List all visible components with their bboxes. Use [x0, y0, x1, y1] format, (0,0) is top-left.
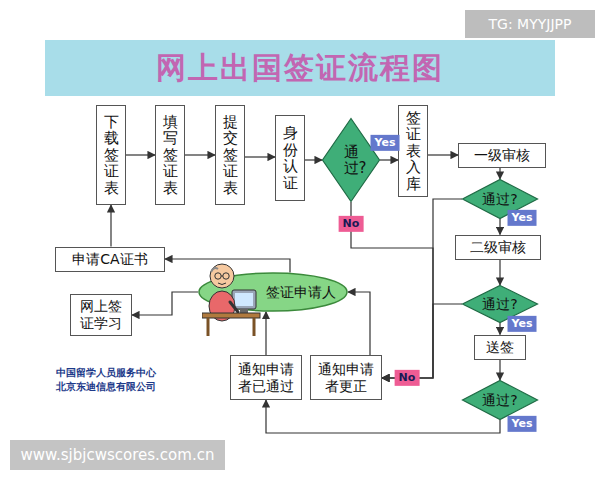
applicant-ellipse: 签证申请人	[198, 272, 348, 312]
credit-text: 中国留学人员服务中心	[56, 366, 156, 380]
watermark: www.sjbjcwscores.com.cn	[10, 440, 225, 470]
process-box: 身份认证	[275, 115, 305, 201]
flow-arrow	[499, 260, 500, 286]
node-text: 签证表入库	[406, 110, 421, 193]
node-text: 网上签证学习	[76, 298, 126, 332]
title-band: 网上出国签证流程图	[45, 40, 555, 96]
node-text: 填写签证表	[163, 114, 178, 197]
process-box: 申请CA证书	[55, 247, 165, 272]
decision-diamond: 通过?	[322, 118, 380, 202]
node-text: 通过?	[344, 144, 359, 177]
watermark: TG: MYYJJPP	[465, 10, 595, 38]
credit-text: 北京东迪信息有限公司	[56, 380, 156, 394]
process-box: 签证表入库	[398, 105, 428, 197]
edge-label: No	[339, 216, 364, 232]
node-text: 通过?	[482, 191, 517, 208]
process-box: 通知申请者更正	[310, 355, 382, 400]
edge-label: Yes	[508, 416, 537, 432]
flow-arrow	[499, 219, 500, 235]
flow-arrow	[348, 292, 370, 355]
process-box: 填写签证表	[155, 105, 185, 205]
node-text: 送签	[486, 339, 514, 356]
process-box: 下载签证表	[96, 105, 126, 205]
process-box: 二级审核	[455, 235, 541, 260]
process-box: 一级审核	[458, 143, 546, 168]
node-text: 通过?	[482, 296, 517, 313]
flow-arrow	[265, 312, 266, 355]
process-box: 送签	[474, 335, 526, 360]
node-text: 签证申请人	[266, 284, 336, 301]
process-box: 提交签证表	[215, 105, 245, 205]
node-text: 通知申请者已通过	[236, 361, 296, 395]
flow-arrow	[132, 292, 198, 315]
edge-label: No	[395, 370, 420, 386]
diagram-title: 网上出国签证流程图	[156, 48, 444, 89]
process-box: 网上签证学习	[70, 294, 132, 336]
flow-arrow	[165, 259, 290, 273]
flow-arrow	[185, 154, 215, 155]
flow-arrow	[110, 205, 111, 247]
node-text: 下载签证表	[104, 114, 119, 197]
flow-arrow	[499, 323, 500, 335]
edge-label: Yes	[508, 210, 537, 226]
node-text: 提交签证表	[223, 114, 238, 197]
flow-arrow	[382, 304, 462, 378]
node-text: 通过?	[482, 392, 517, 409]
flow-arrow	[499, 360, 500, 381]
node-text: 身份认证	[283, 125, 298, 191]
node-text: 一级审核	[474, 147, 530, 164]
node-text: 通知申请者更正	[316, 361, 376, 395]
edge-label: Yes	[508, 316, 537, 332]
decision-diamond: 通过?	[462, 380, 538, 420]
node-text: 申请CA证书	[72, 251, 147, 268]
flow-arrow	[380, 159, 398, 160]
flow-arrow	[266, 400, 500, 433]
process-box: 通知申请者已通过	[230, 355, 302, 400]
flow-arrow	[499, 168, 500, 180]
flow-arrow	[126, 154, 155, 155]
flow-arrow	[305, 159, 322, 160]
flow-arrow	[245, 156, 275, 157]
flow-arrow	[382, 199, 462, 378]
flow-arrow	[428, 154, 458, 155]
edge-label: Yes	[371, 135, 400, 151]
node-text: 二级审核	[470, 239, 526, 256]
